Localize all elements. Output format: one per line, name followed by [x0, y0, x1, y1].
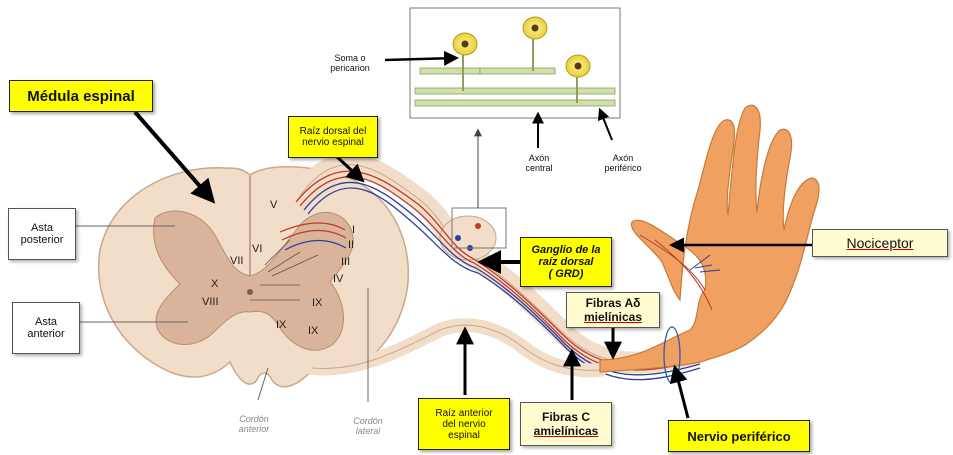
- label-asta-anterior: Asta anterior: [12, 302, 80, 354]
- label-nociceptor: Nociceptor: [812, 229, 948, 257]
- lamina-iii: III: [341, 256, 350, 268]
- label-axon-central: Axón central: [516, 150, 562, 176]
- axon-bundle-lowest: [415, 100, 615, 106]
- fibras-ad-title: Fibras Aδ: [586, 296, 641, 310]
- label-fibras-ad: Fibras Aδ mielínicas: [566, 292, 660, 328]
- nociceptor-text: Nociceptor: [847, 235, 914, 251]
- label-ganglio-raiz-dorsal: Ganglio de la raíz dorsal ( GRD): [520, 237, 612, 287]
- lamina-iv: IV: [333, 273, 344, 285]
- axon-bundle-lower: [415, 88, 615, 94]
- fibras-ad-sub: mielínicas: [584, 310, 642, 324]
- lamina-ix-b: IX: [276, 319, 287, 331]
- fibras-c-title: Fibras C: [542, 410, 590, 424]
- lamina-i: I: [352, 224, 355, 236]
- label-axon-periferico: Axón periférico: [596, 150, 650, 176]
- label-soma: Soma o pericarion: [322, 50, 378, 76]
- lamina-vi: VI: [252, 243, 262, 255]
- label-medula-espinal: Médula espinal: [9, 80, 153, 112]
- lamina-ii: II: [348, 239, 354, 251]
- label-nervio-periferico: Nervio periférico: [668, 420, 810, 452]
- inset-neuron-detail: [410, 8, 620, 118]
- central-canal: [247, 289, 253, 295]
- lamina-x: X: [211, 278, 219, 290]
- label-cordon-anterior: Cordón anterior: [226, 410, 282, 438]
- lamina-ix-c: IX: [308, 325, 319, 337]
- lamina-v: V: [270, 199, 278, 211]
- lamina-viii: VIII: [202, 296, 219, 308]
- fibras-c-sub: amielínicas: [534, 424, 599, 438]
- lamina-vii: VII: [230, 255, 243, 267]
- spinal-cord-section: [99, 167, 409, 387]
- label-fibras-c: Fibras C amielínicas: [520, 402, 612, 446]
- label-cordon-lateral: Cordón lateral: [340, 412, 396, 440]
- lamina-ix-a: IX: [312, 297, 323, 309]
- label-raiz-anterior: Raíz anterior del nervio espinal: [418, 398, 510, 450]
- label-asta-posterior: Asta posterior: [8, 208, 76, 260]
- label-raiz-dorsal: Raíz dorsal del nervio espinal: [288, 116, 378, 158]
